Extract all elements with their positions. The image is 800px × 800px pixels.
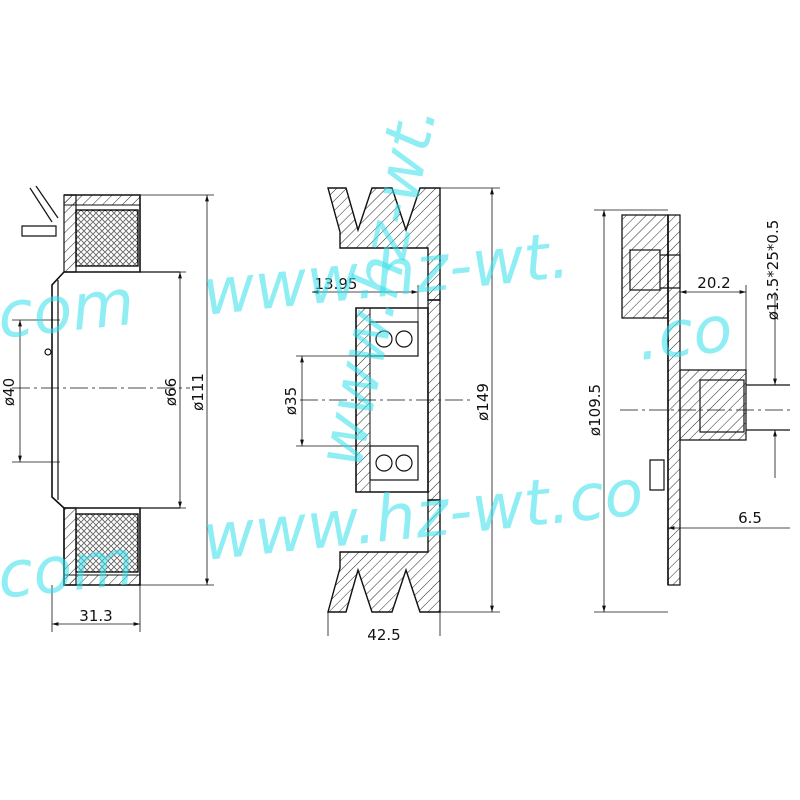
upper-bearing: [369, 321, 419, 357]
hub-gap-label: 6.5: [738, 509, 762, 527]
coil-inner-diameter-label: ø40: [0, 378, 18, 406]
pulley-offset-label: 13.95: [315, 275, 358, 293]
hub-length-label: 20.2: [697, 274, 730, 292]
hub-plate-diameter-label: ø109.5: [586, 384, 604, 436]
watermark-text: .com: [0, 266, 138, 356]
pulley-outer-diameter-label: ø149: [474, 383, 492, 421]
pulley-view: 13.95 ø35 ø149 42.5: [282, 187, 500, 644]
watermark: www.hz-wt. www.hz-wt.co .com .com www.hz…: [0, 98, 736, 616]
armature-hub-view: ø13.5*25*0.5 20.2 ø109.5 6.5: [586, 209, 792, 613]
coil-width-label: 31.3: [79, 607, 112, 625]
coil-outer-diameter-label: ø111: [189, 373, 207, 411]
watermark-text: .co: [634, 292, 736, 375]
upper-coil-winding: [75, 209, 139, 267]
lower-bearing: [369, 445, 419, 481]
field-coil-view: ø40 ø66 ø111 31.3: [0, 185, 214, 632]
pulley-bearing-diameter-label: ø35: [282, 387, 300, 415]
coil-bore-diameter-label: ø66: [162, 378, 180, 406]
pulley-width-label: 42.5: [367, 626, 400, 644]
watermark-text: .com: [0, 526, 138, 616]
hub-spline-label: ø13.5*25*0.5: [764, 220, 782, 321]
